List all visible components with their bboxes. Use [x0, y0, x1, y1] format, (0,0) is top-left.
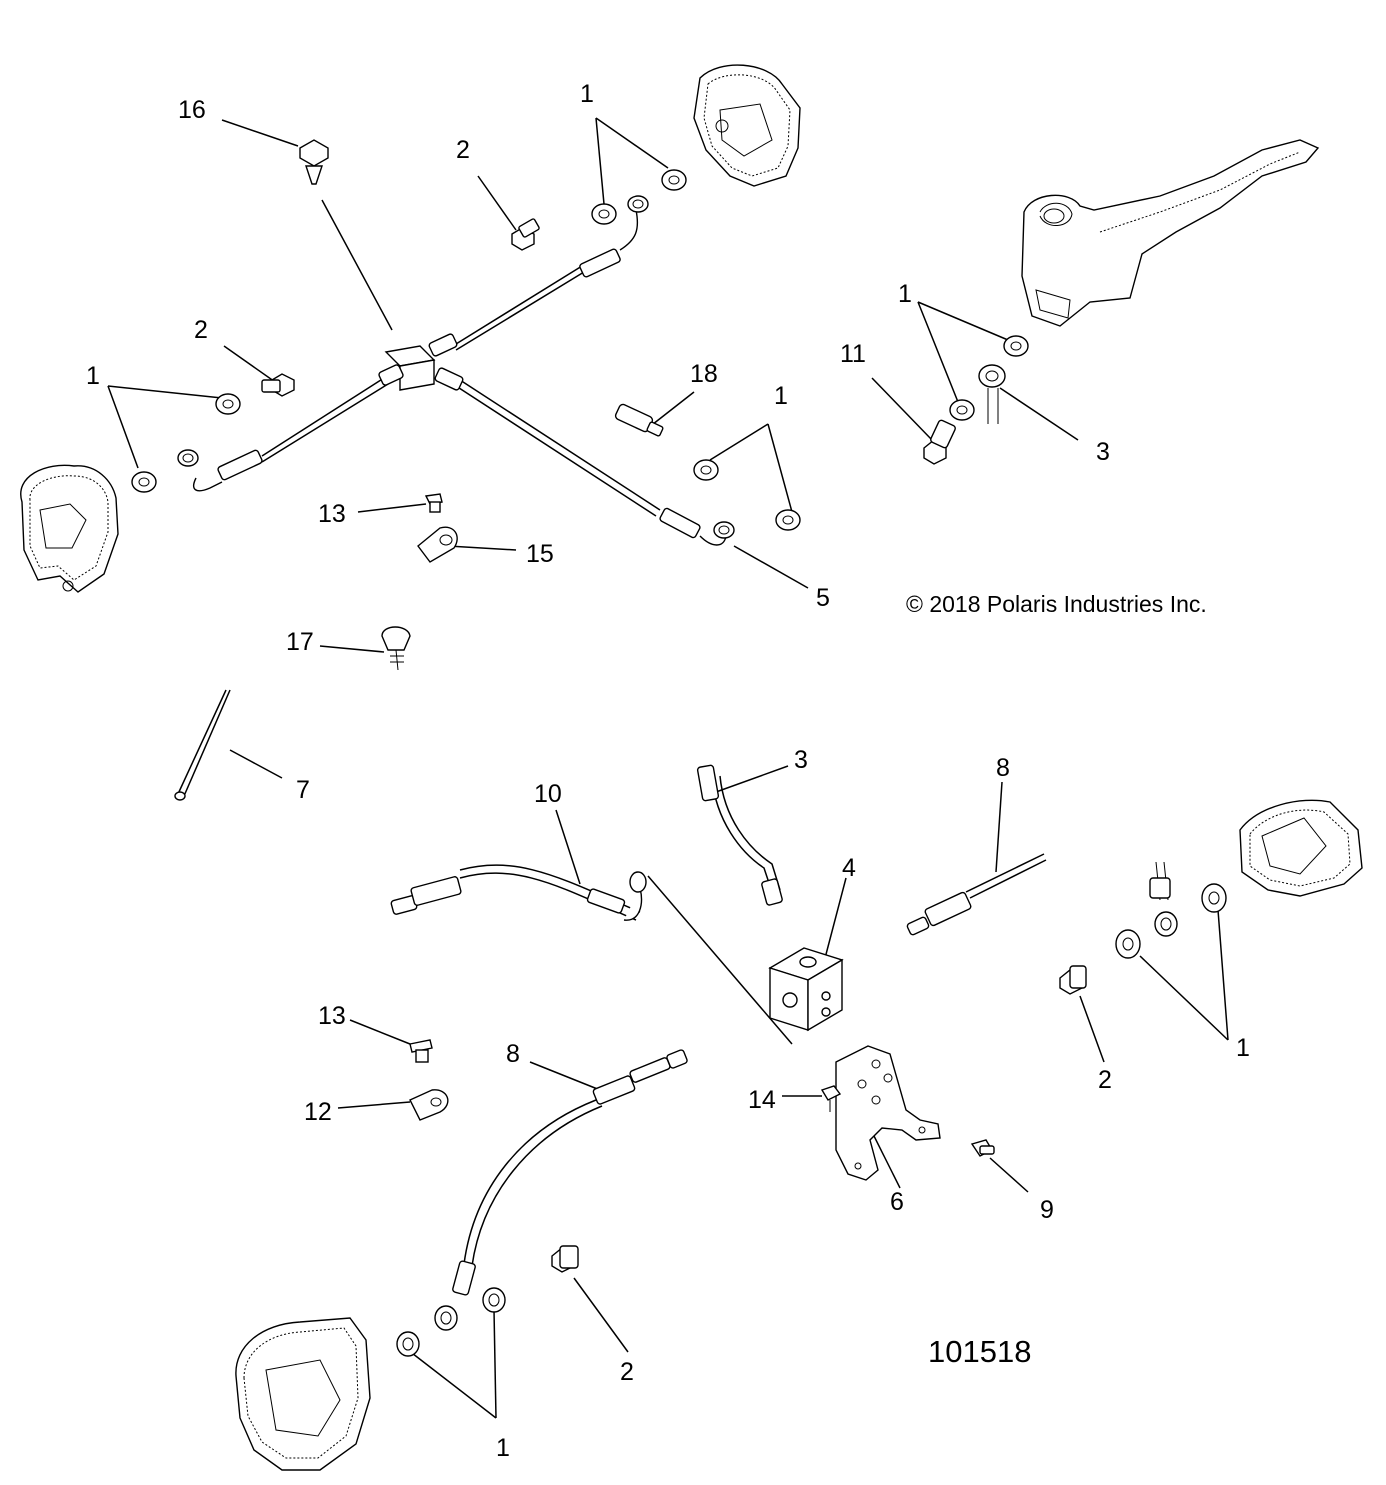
callout-13: 13 [318, 500, 346, 528]
callout-1: 1 [580, 80, 594, 108]
callout-1: 1 [496, 1434, 510, 1462]
front-brake-line-assembly [177, 195, 735, 546]
rear-brake-line-assembly [174, 689, 1227, 1357]
leader-lines [107, 117, 1229, 1419]
callout-12: 12 [304, 1098, 332, 1126]
callout-3: 3 [1096, 438, 1110, 466]
copyright-text: © 2018 Polaris Industries Inc. [906, 591, 1207, 617]
callout-11: 11 [840, 340, 866, 368]
top-hardware [131, 139, 1029, 671]
callout-labels: 16 2 1 2 1 18 1 1 11 3 13 15 5 17 7 3 8 … [86, 80, 1250, 1462]
callout-2: 2 [620, 1358, 634, 1386]
callout-14: 14 [748, 1086, 776, 1114]
callout-2: 2 [194, 316, 208, 344]
callout-7: 7 [296, 776, 310, 804]
callout-17: 17 [286, 628, 314, 656]
callout-2: 2 [1098, 1066, 1112, 1094]
callout-8: 8 [506, 1040, 520, 1068]
callout-1: 1 [86, 362, 100, 390]
callout-5: 5 [816, 584, 830, 612]
callout-13: 13 [318, 1002, 346, 1030]
callout-2: 2 [456, 136, 470, 164]
callout-3: 3 [794, 746, 808, 774]
callout-8: 8 [996, 754, 1010, 782]
callout-9: 9 [1040, 1196, 1054, 1224]
figure-number: 101518 [928, 1334, 1031, 1369]
callout-15: 15 [526, 540, 554, 568]
callout-18: 18 [690, 360, 718, 388]
callout-10: 10 [534, 780, 562, 808]
callout-16: 16 [178, 96, 206, 124]
callout-4: 4 [842, 854, 856, 882]
callout-6: 6 [890, 1188, 904, 1216]
callout-1: 1 [1236, 1034, 1250, 1062]
callout-1: 1 [774, 382, 788, 410]
callout-1: 1 [898, 280, 912, 308]
brake-calipers [20, 64, 1363, 1471]
